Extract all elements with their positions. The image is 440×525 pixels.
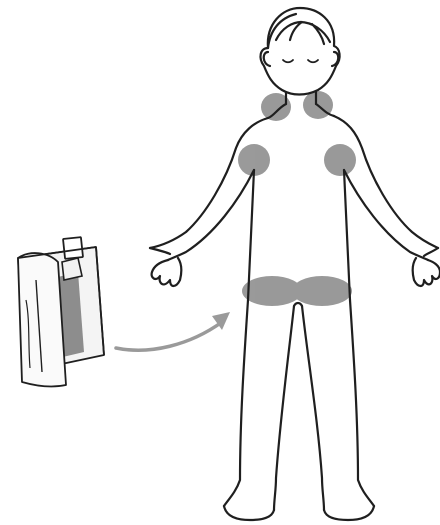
cooling-spot-groin-right <box>292 276 352 306</box>
wrapped-bottle-icon <box>18 237 104 386</box>
crotch <box>294 303 302 306</box>
torso-right <box>344 170 350 300</box>
arm-right-inner <box>344 170 428 260</box>
leg-left-inner <box>274 306 294 510</box>
cooling-spot-armpit-right <box>324 144 356 176</box>
arm-left-inner <box>168 170 254 260</box>
leg-left-outer <box>224 300 248 506</box>
bottle-cap <box>63 237 83 259</box>
leg-right-inner <box>302 306 324 510</box>
arrow-shaft <box>116 322 222 350</box>
hand-left <box>150 248 181 286</box>
ear-left <box>264 52 270 66</box>
hand-right <box>413 248 440 286</box>
leg-right-outer <box>350 300 374 506</box>
ear-right <box>332 52 338 66</box>
curved-arrow-icon <box>116 312 230 350</box>
bottle-neck <box>62 258 82 280</box>
eye-right <box>308 60 318 62</box>
eye-left <box>283 60 293 62</box>
foot-left <box>224 506 274 520</box>
child-body-outline-icon <box>150 8 440 520</box>
foot-right <box>324 506 374 520</box>
